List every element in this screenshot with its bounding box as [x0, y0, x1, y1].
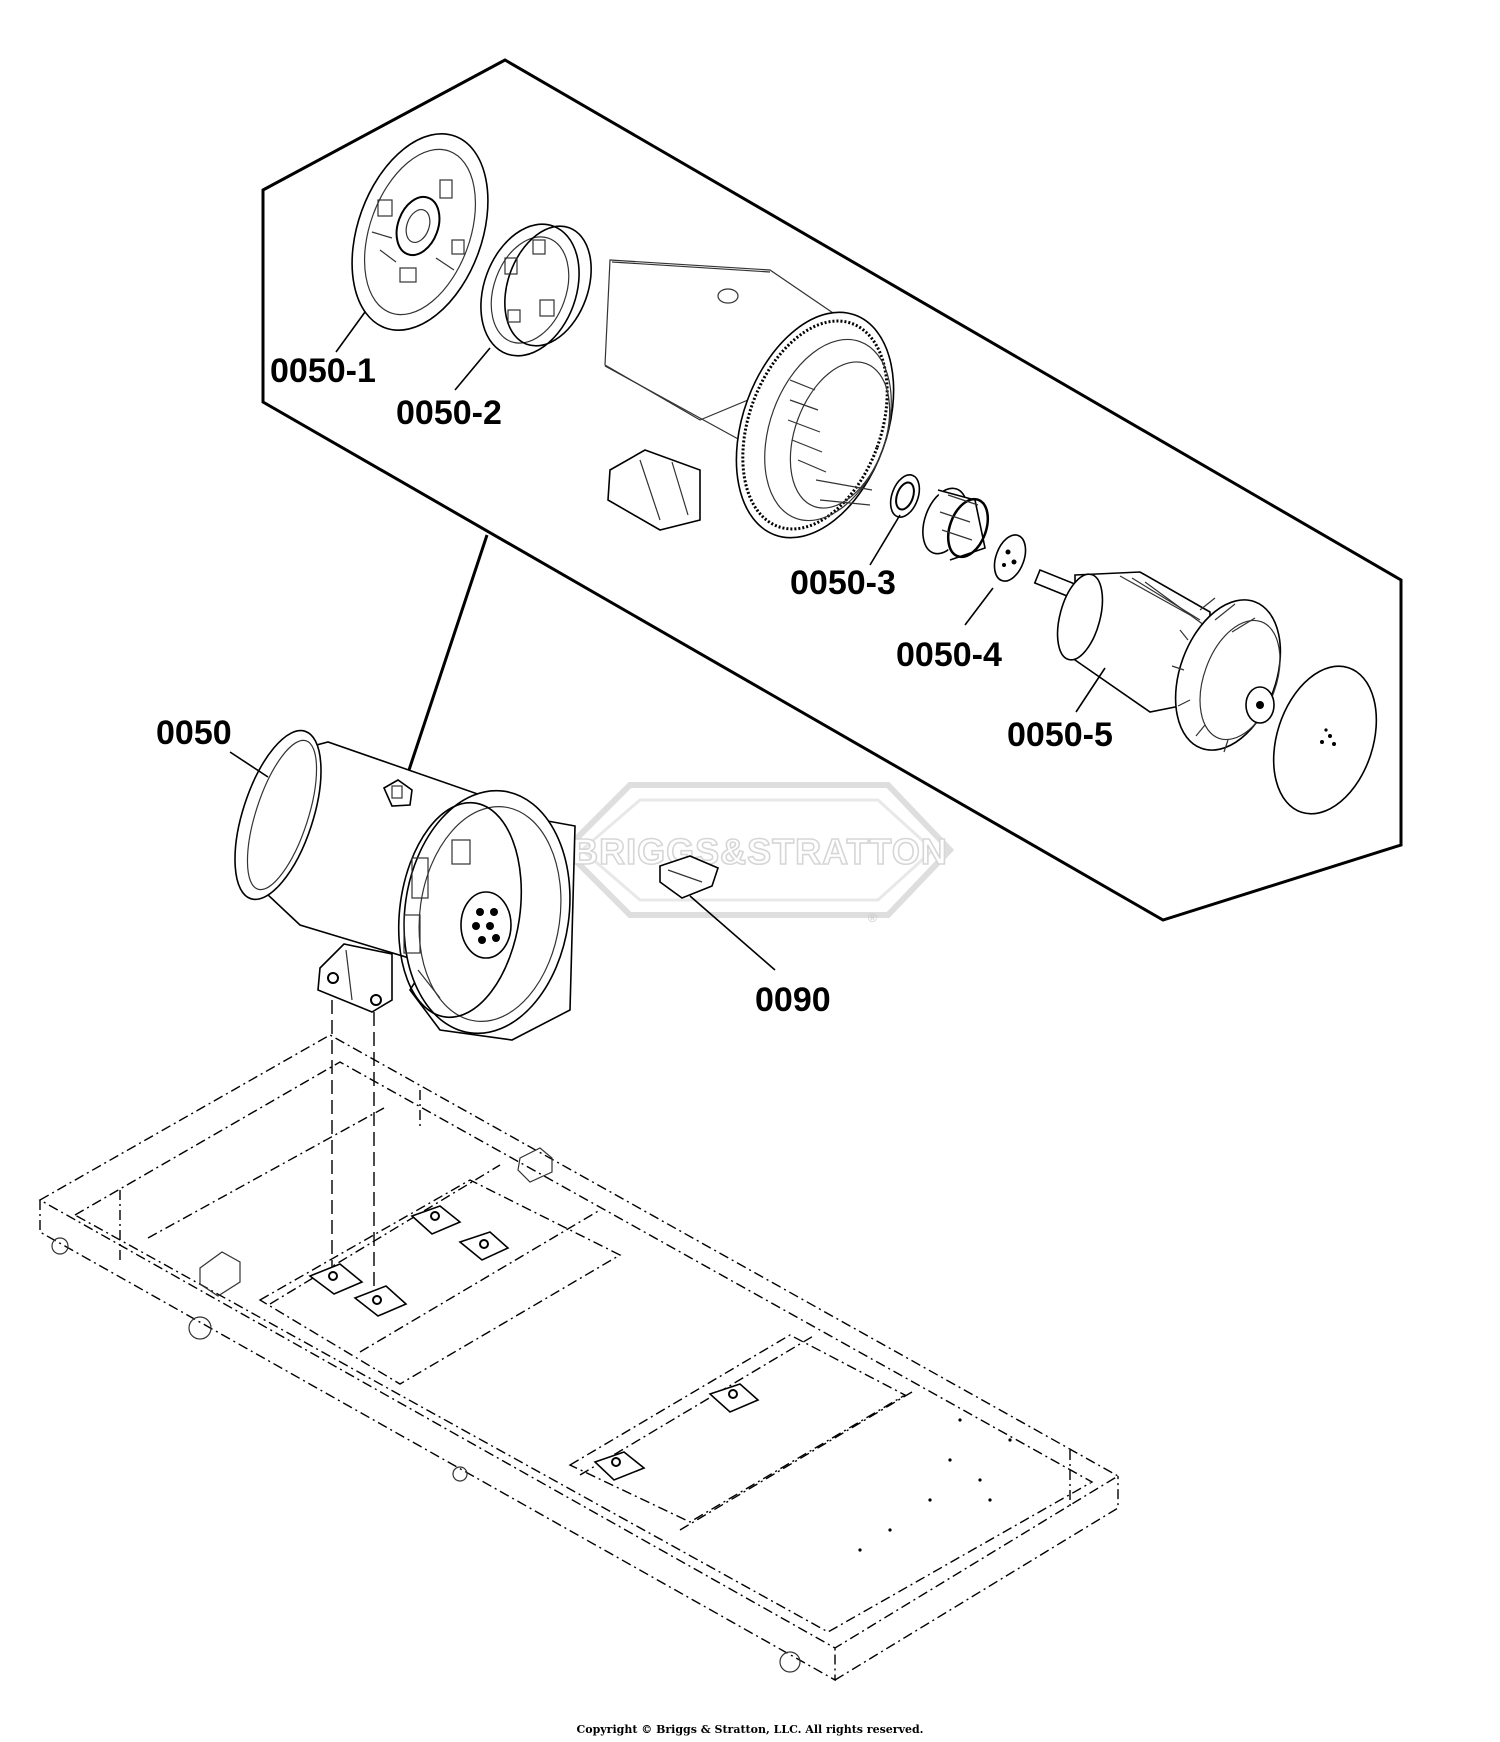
vibration-mount-icon [458, 1231, 510, 1261]
alternator-assembly-part-icon [234, 729, 576, 1041]
rectifier-plate-part-icon [993, 534, 1027, 582]
vibration-mount-icon [353, 1285, 408, 1317]
copyright-notice: Copyright © Briggs & Stratton, LLC. All … [577, 1723, 924, 1736]
callout-0050-5[interactable]: 0050-5 [1007, 716, 1113, 754]
vibration-mount-icon [708, 1383, 760, 1413]
watermark-text: BRIGGS&STRATTON [572, 831, 948, 872]
small-bracket-part-icon [659, 855, 776, 971]
rotor-assembly-part-icon [1033, 568, 1378, 815]
callout-0050-2[interactable]: 0050-2 [396, 394, 502, 432]
base-frame-part-icon [38, 1000, 1120, 1682]
watermark-logo-icon: BRIGGS&STRATTON ® [560, 782, 955, 925]
vibration-mount-icon [308, 1263, 364, 1295]
callout-leaders [229, 311, 1106, 778]
callout-0090[interactable]: 0090 [755, 981, 831, 1019]
vibration-mount-icon [410, 1205, 462, 1235]
callout-0050-3[interactable]: 0050-3 [790, 564, 896, 602]
callout-0050-4[interactable]: 0050-4 [896, 636, 1002, 674]
vibration-mount-icon [593, 1451, 646, 1481]
exciter-stator-part-icon [480, 223, 592, 357]
stator-housing-part-icon [604, 259, 895, 539]
exciter-rotor-part-icon [922, 487, 990, 561]
end-bracket-part-icon [351, 133, 489, 331]
bearing-part-icon [889, 474, 921, 518]
callout-0050[interactable]: 0050 [156, 714, 232, 752]
exploded-view-link-line [406, 534, 489, 774]
callout-0050-1[interactable]: 0050-1 [270, 352, 376, 390]
watermark-registered: ® [868, 911, 877, 925]
exploded-view-frame [261, 58, 1403, 922]
